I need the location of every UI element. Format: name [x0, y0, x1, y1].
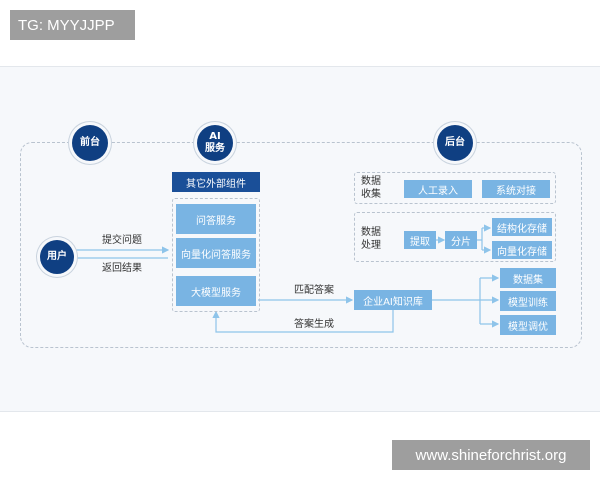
data-collect-group [354, 172, 556, 204]
external-components-box: 其它外部组件 [172, 172, 260, 192]
dataset-box: 数据集 [500, 268, 556, 288]
ai-service-circle: AI 服务 [197, 125, 233, 161]
model-training-box: 模型训练 [500, 291, 556, 311]
data-process-line-1: 数据 [361, 227, 381, 238]
match-answer-label: 匹配答案 [294, 285, 334, 296]
ai-service-label-2: 服务 [205, 143, 225, 154]
data-process-label: 数据 处理 [356, 226, 386, 252]
data-collect-line-1: 数据 [361, 176, 381, 187]
data-collect-label: 数据 收集 [356, 175, 386, 201]
user-label: 用户 [47, 251, 67, 262]
submit-question-label: 提交问题 [102, 235, 142, 246]
system-integration-box: 系统对接 [482, 180, 550, 198]
model-tuning-box: 模型调优 [500, 315, 556, 335]
diagram-canvas [0, 66, 600, 412]
return-result-label: 返回结果 [102, 263, 142, 274]
ai-service-label-1: AI [209, 131, 221, 142]
data-process-group [354, 212, 556, 262]
answer-generation-label: 答案生成 [294, 319, 334, 330]
backend-label: 后台 [445, 137, 465, 148]
vector-qa-service-box: 向量化问答服务 [176, 238, 256, 268]
watermark-bottom: www.shineforchrist.org [392, 440, 590, 470]
structured-storage-box: 结构化存储 [492, 218, 552, 236]
extract-box: 提取 [404, 231, 436, 249]
enterprise-kb-box: 企业AI知识库 [354, 290, 432, 310]
vector-storage-box: 向量化存储 [492, 241, 552, 259]
ai-service-group [172, 198, 260, 312]
frontend-circle: 前台 [72, 125, 108, 161]
frontend-label: 前台 [80, 137, 100, 148]
llm-service-box: 大模型服务 [176, 276, 256, 306]
user-node: 用户 [40, 240, 74, 274]
chunking-box: 分片 [445, 231, 477, 249]
backend-circle: 后台 [437, 125, 473, 161]
system-boundary [20, 142, 582, 348]
qa-service-box: 问答服务 [176, 204, 256, 234]
watermark-top: TG: MYYJJPP [10, 10, 135, 40]
data-process-line-2: 处理 [361, 240, 381, 251]
manual-entry-box: 人工录入 [404, 180, 472, 198]
edge-answer-generation [212, 310, 394, 333]
data-collect-line-2: 收集 [361, 189, 381, 200]
